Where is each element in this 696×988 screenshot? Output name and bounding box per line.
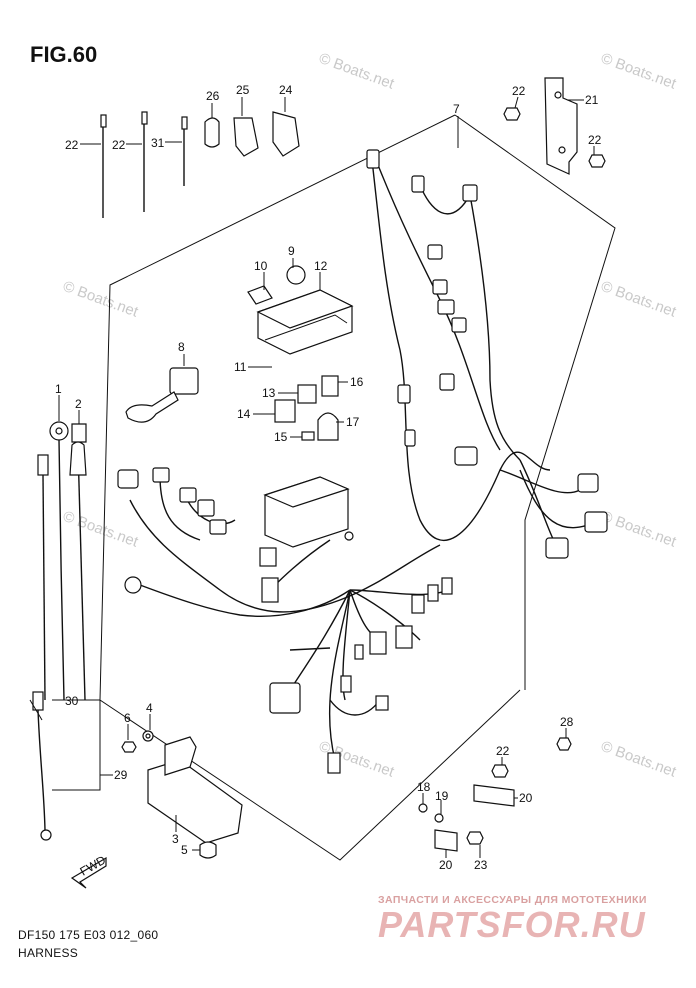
callout-9: 9: [288, 244, 295, 258]
shop-tagline: ЗАПЧАСТИ И АКСЕССУАРЫ ДЛЯ МОТОТЕХНИКИ: [378, 894, 647, 906]
bracket-21: [503, 77, 606, 175]
callout-24: 25: [236, 83, 250, 97]
bottom-right-parts: [418, 737, 572, 852]
watermark-text: © Boats.net: [599, 50, 679, 93]
callout-29: 29: [114, 768, 128, 782]
callout-26: 22: [65, 138, 79, 152]
callouts: 22 22 31 26 25 24 7 22 21 22 9 10 12 8 1…: [55, 83, 602, 872]
callout-2: 2: [75, 397, 82, 411]
figure-code: DF150 175 E03 012_060: [18, 928, 159, 942]
engine-harness-main: [117, 467, 453, 774]
callout-6: 6: [124, 711, 131, 725]
bracket-3: [121, 730, 243, 859]
figure-title: FIG.60: [30, 42, 98, 67]
callout-25: 22: [112, 138, 126, 152]
callout-22: 22: [496, 744, 510, 758]
callout-4: 4: [146, 701, 153, 715]
callout-19: 19: [435, 789, 449, 803]
callout-7: 7: [453, 102, 460, 116]
callout-14: 14: [237, 407, 251, 421]
watermark-text: © Boats.net: [599, 508, 679, 551]
callout-27: 26: [206, 89, 220, 103]
callout-10: 10: [254, 259, 268, 273]
callout-8: 8: [178, 340, 185, 354]
callout-3: 3: [172, 832, 179, 846]
watermark-text: © Boats.net: [599, 278, 679, 321]
callout-5: 5: [181, 843, 188, 857]
callout-15: 15: [274, 430, 288, 444]
callout-22: 22: [512, 84, 526, 98]
fuse-relay-box: [247, 265, 354, 355]
callout-21: 21: [585, 93, 599, 107]
cable-ties: [100, 111, 188, 218]
fwd-arrow-icon: FWD: [70, 853, 108, 889]
engine-harness-right: [366, 149, 608, 559]
watermark-text: © Boats.net: [61, 278, 141, 321]
callout-11: 11: [234, 360, 247, 374]
callout-13: 13: [262, 386, 276, 400]
watermark-text: © Boats.net: [599, 738, 679, 781]
assembly-frame: [454, 114, 616, 690]
leader-lines: [58, 96, 595, 858]
battery-cables: [37, 421, 87, 701]
callout-20: 20: [519, 791, 533, 805]
relays: [274, 375, 339, 441]
watermark-text: © Boats.net: [317, 50, 397, 93]
callout-1: 1: [55, 382, 62, 396]
callout-20: 20: [439, 858, 453, 872]
shop-logo: PARTSFOR.RU: [378, 904, 646, 945]
callout-12: 12: [314, 259, 328, 273]
callout-22: 23: [474, 858, 488, 872]
figure-name: HARNESS: [18, 946, 79, 960]
callout-31: 31: [151, 136, 165, 150]
callout-18: 18: [417, 780, 431, 794]
callout-17: 17: [346, 415, 360, 429]
callout-28: 28: [560, 715, 574, 729]
watermark-text: © Boats.net: [61, 508, 141, 551]
sensor-8: [125, 367, 199, 423]
clamps: [204, 111, 300, 157]
callout-30: 30: [65, 694, 79, 708]
callout-23: 24: [279, 83, 293, 97]
callout-16: 16: [350, 375, 364, 389]
callout-22: 22: [588, 133, 602, 147]
cable-29-30: [29, 691, 113, 841]
